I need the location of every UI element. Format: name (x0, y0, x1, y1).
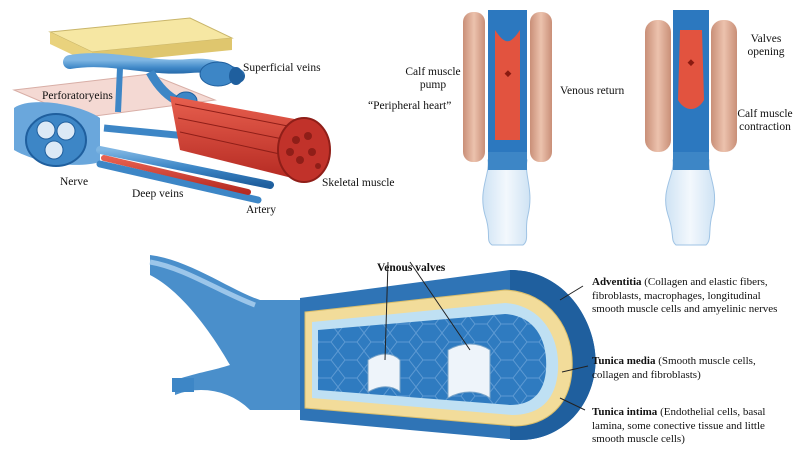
calf-pump-relaxed: ◆ (463, 10, 552, 246)
label-artery: Artery (246, 204, 277, 216)
nerve-bundle-shape (14, 102, 100, 167)
label-calf-muscle-pump: Calf muscle pump (398, 66, 468, 92)
desc-tunica-intima: Tunica intima (Endothelial cells, basal … (592, 406, 790, 447)
label-calf-muscle-contraction: Calf muscle contraction (732, 108, 798, 134)
vein-lumen (318, 314, 547, 405)
label-calf-muscle-pump-line1: Calf muscle (405, 66, 461, 78)
label-valves-opening: Valves opening (735, 33, 797, 59)
label-calf-muscle-pump-line2: pump (419, 79, 447, 91)
label-valves-opening-line2: opening (747, 46, 785, 58)
desc-adventitia-title: Adventitia (592, 276, 642, 288)
label-venous-return: Venous return (560, 85, 625, 97)
venous-valve-right (447, 343, 491, 399)
label-skeletal-muscle: Skeletal muscle (322, 177, 395, 189)
svg-text:◆: ◆ (688, 57, 695, 67)
desc-tunica-intima-text: (Endothelial cells, basal lamina, some c… (592, 406, 766, 445)
label-valves-opening-line1: Valves (750, 33, 782, 45)
label-superficial-veins: Superficial veins (243, 62, 321, 74)
leg-anatomy-illustration (12, 17, 331, 204)
label-venous-valves: Venous valves (377, 262, 446, 274)
label-nerve: Nerve (60, 176, 89, 188)
venous-valve-left (367, 353, 401, 394)
label-deep-veins: Deep veins (132, 188, 184, 200)
desc-tunica-media-title: Tunica media (592, 355, 656, 367)
svg-text:◆: ◆ (505, 68, 512, 78)
desc-tunica-media: Tunica media (Smooth muscle cells, colla… (592, 355, 790, 382)
label-calf-muscle-contraction-line1: Calf muscle (737, 108, 793, 120)
skeletal-muscle-shape (170, 96, 331, 183)
desc-adventitia: Adventitia (Collagen and elastic fibers,… (592, 276, 790, 317)
label-peripheral-heart: “Peripheral heart” (368, 100, 452, 112)
label-perforator-veins: Perforatoryeins (42, 90, 113, 102)
vein-wall-cross-section (149, 255, 596, 440)
desc-adventitia-text: (Collagen and elastic fibers, fibroblast… (592, 276, 778, 315)
desc-tunica-intima-title: Tunica intima (592, 406, 658, 418)
desc-tunica-media-text: (Smooth muscle cells, collagen and fibro… (592, 355, 756, 381)
label-calf-muscle-contraction-line2: contraction (739, 121, 791, 133)
calf-pump-contracted: ◆ (645, 10, 737, 246)
